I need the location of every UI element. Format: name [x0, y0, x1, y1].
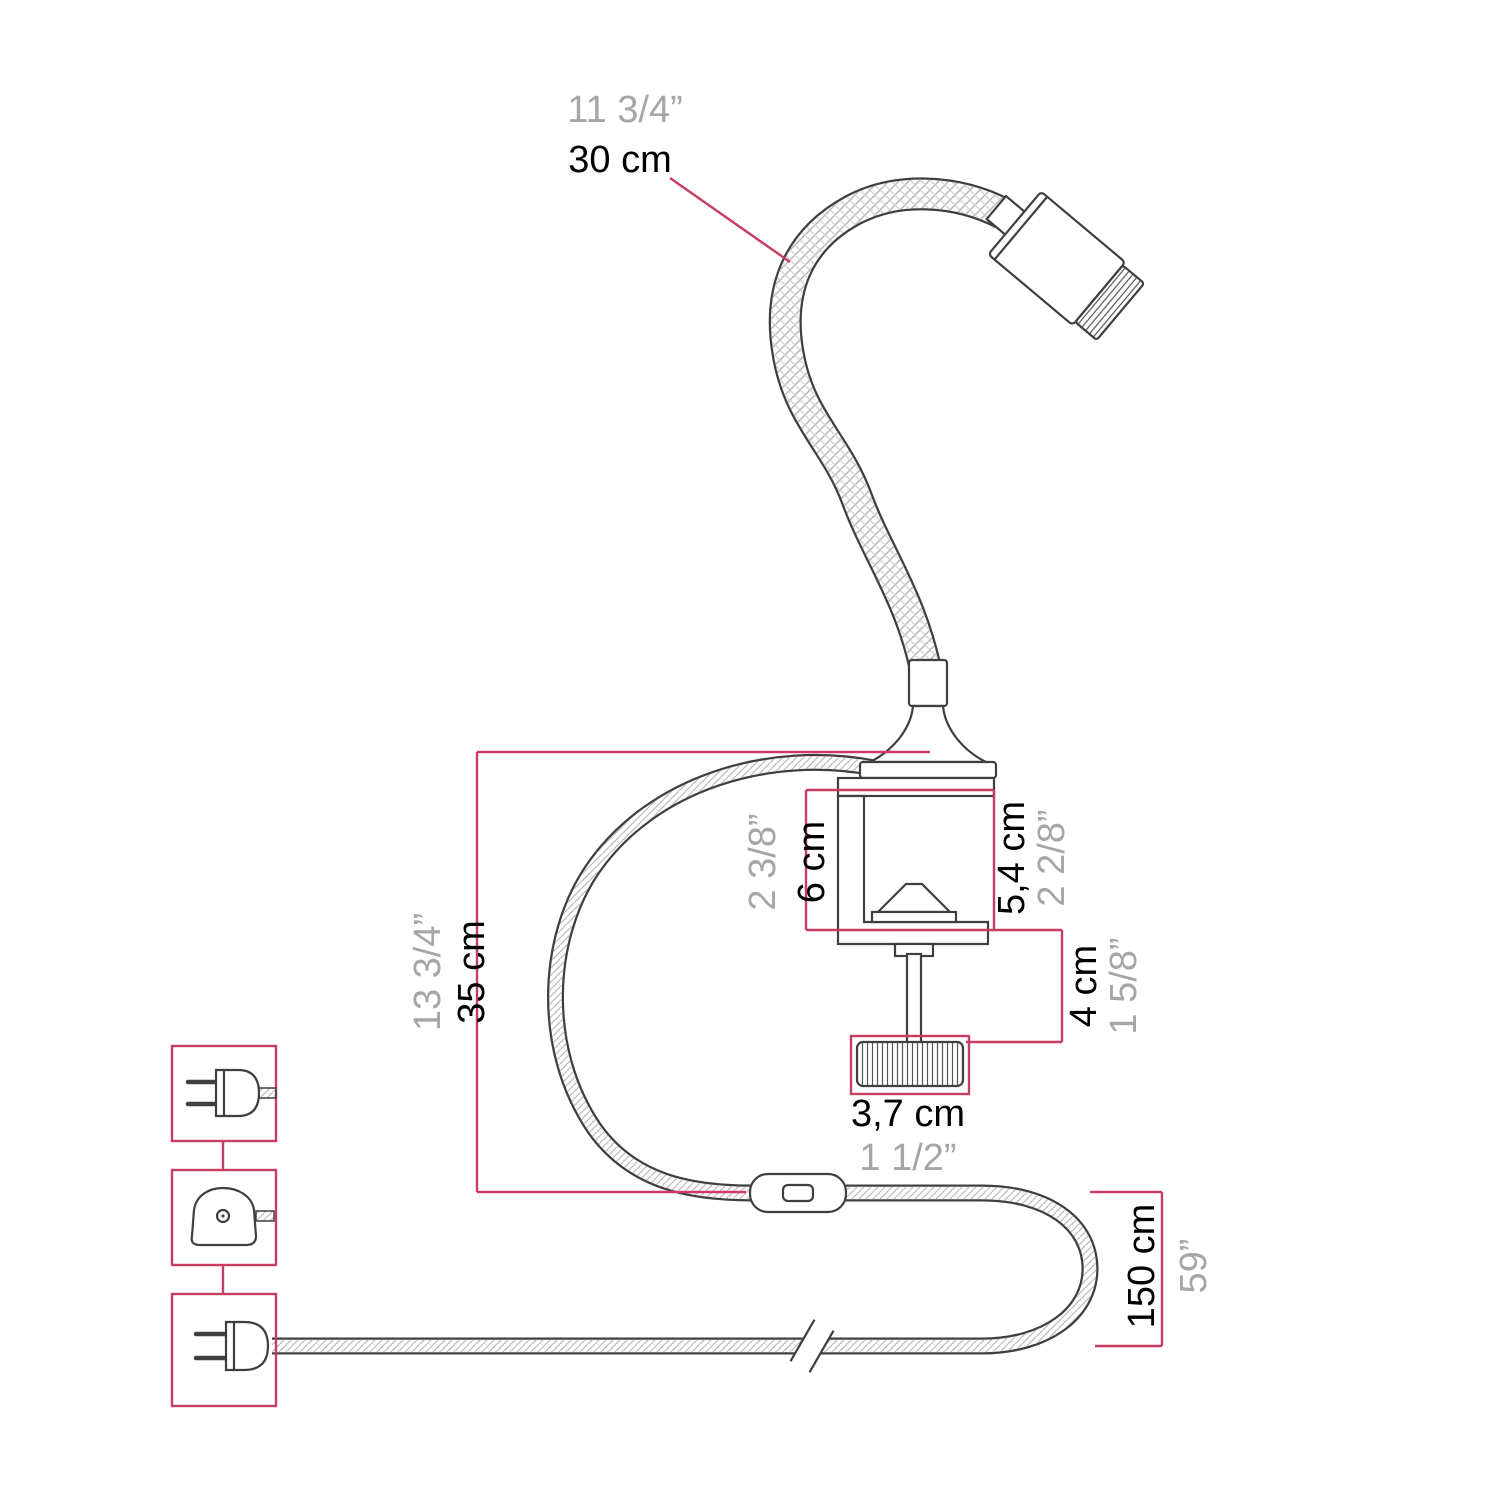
plug-variants	[170, 1044, 278, 1408]
fabric-cable-lower	[272, 1184, 1099, 1373]
clamp-pad-disc	[870, 910, 958, 924]
lamp-holder-base	[858, 658, 998, 780]
holder-ferrule	[907, 658, 949, 708]
dim-clamp-opening-metric: 6 cm	[791, 821, 833, 903]
dim-flex-arm-imperial: 11 3/4”	[567, 89, 682, 131]
dim-clamp-height-imperial: 2 2/8”	[1031, 809, 1073, 906]
cable-break-icon	[789, 1319, 835, 1373]
clamp-pad-cone	[875, 882, 953, 914]
dim-cable-to-switch: 13 3/4” 35 cm	[407, 750, 930, 1194]
spotlight-head	[985, 192, 1145, 340]
dim-clamp-screw-imperial: 1 5/8”	[1103, 937, 1145, 1034]
dim-clamp-opening-imperial: 2 3/8”	[742, 813, 784, 910]
eu-plug-icon	[185, 1068, 277, 1118]
dim-power-cord-imperial: 59”	[1173, 1239, 1215, 1294]
clamp-knurled-knob	[855, 1040, 965, 1088]
dim-power-cord: 150 cm 59”	[1090, 1190, 1215, 1348]
table-clamp	[836, 776, 996, 1088]
holder-base-plate	[858, 760, 998, 780]
holder-cone	[869, 704, 987, 764]
dim-flex-arm-metric: 30 cm	[568, 139, 671, 181]
inline-switch	[748, 1172, 848, 1214]
dim-flex-arm: 11 3/4” 30 cm	[567, 89, 791, 263]
switch-button	[781, 1183, 815, 1203]
us-plug-icon	[193, 1320, 270, 1372]
gooseneck-arm	[768, 177, 1012, 685]
fabric-cable-upper	[547, 754, 876, 1202]
dim-cable-to-switch-imperial: 13 3/4”	[407, 913, 449, 1031]
spotlight-knurled-ring	[1075, 265, 1145, 340]
dim-knob-width-metric: 3,7 cm	[851, 1093, 965, 1135]
dim-cable-to-switch-metric: 35 cm	[451, 920, 493, 1023]
dim-clamp: 2 3/8” 6 cm 5,4 cm 2 2/8” 4 cm 1 5/8” 3,…	[742, 788, 1145, 1179]
dim-clamp-height-metric: 5,4 cm	[991, 801, 1033, 915]
uk-plug-icon	[190, 1186, 275, 1247]
dim-power-cord-metric: 150 cm	[1121, 1204, 1163, 1329]
clamp-top-plate	[836, 776, 996, 798]
dim-clamp-screw-metric: 4 cm	[1063, 945, 1105, 1027]
clamp-screw-shaft	[905, 952, 923, 1048]
dim-knob-width-imperial: 1 1/2”	[859, 1137, 956, 1179]
